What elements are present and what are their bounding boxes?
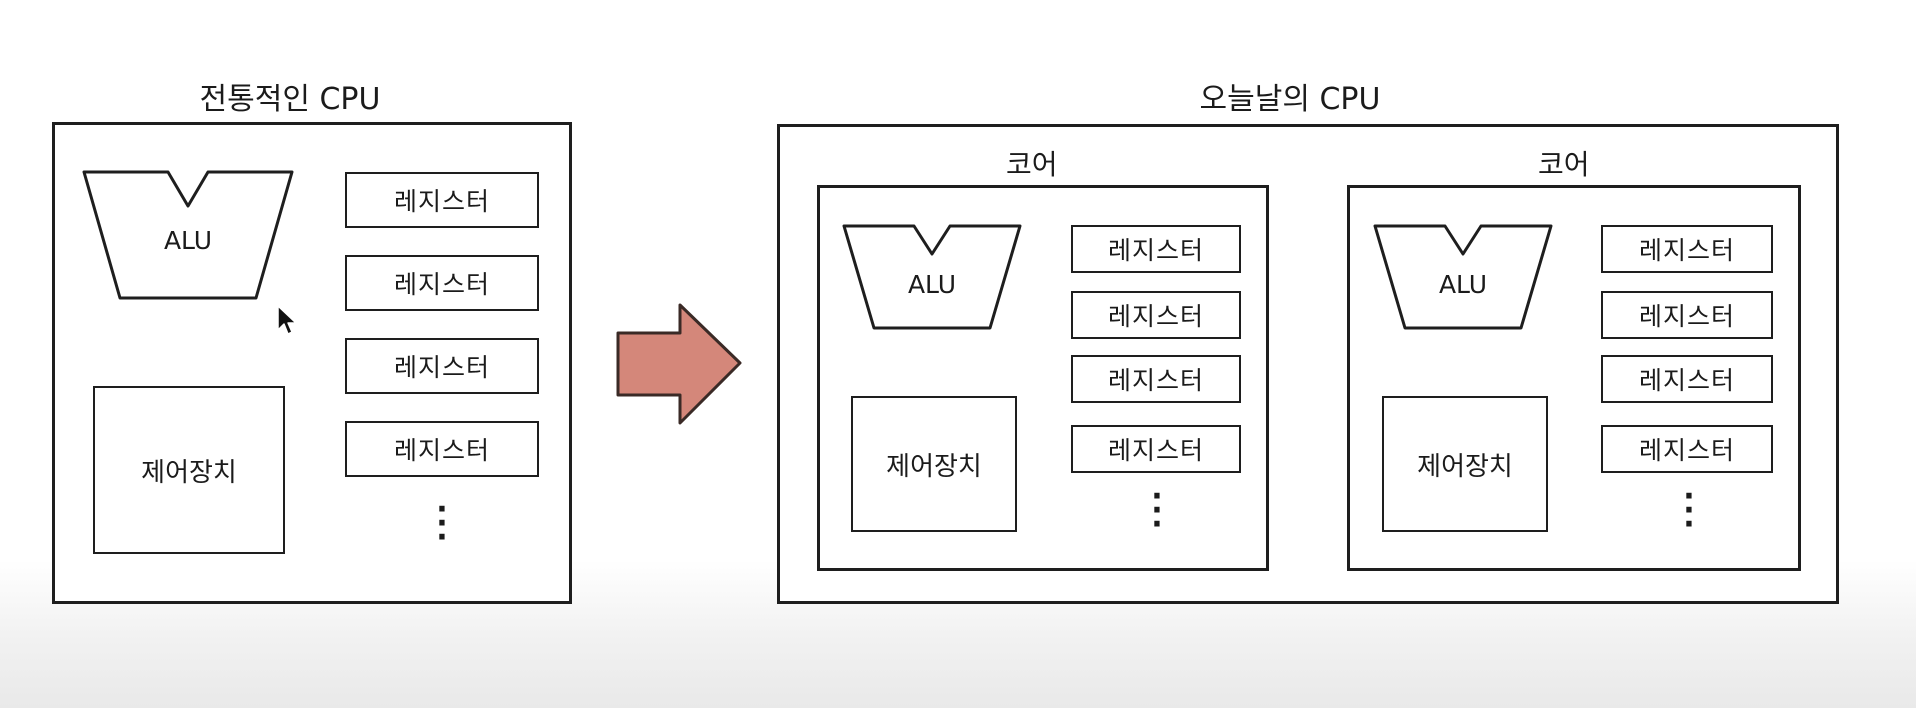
core-label: 코어	[1538, 148, 1590, 181]
more-registers-ellipsis: ···	[1151, 479, 1163, 542]
register: 레지스터	[345, 338, 539, 394]
more-registers-ellipsis: ···	[1683, 479, 1695, 542]
alu-shape	[1373, 224, 1553, 330]
alu-block: ALU	[1373, 224, 1553, 330]
alu-block: ALU	[842, 224, 1022, 330]
modern-cpu-title: 오늘날의 CPU	[1199, 82, 1381, 117]
alu-label: ALU	[907, 270, 957, 299]
alu-label: ALU	[1438, 270, 1488, 299]
more-registers-ellipsis: ···	[436, 492, 448, 555]
alu-block: ALU	[82, 170, 294, 300]
register: 레지스터	[1601, 355, 1773, 403]
alu-label: ALU	[163, 226, 213, 255]
register: 레지스터	[345, 421, 539, 477]
register: 레지스터	[1071, 355, 1241, 403]
register: 레지스터	[1071, 225, 1241, 273]
control-unit: 제어장치	[93, 386, 285, 554]
register: 레지스터	[345, 172, 539, 228]
alu-shape	[82, 170, 294, 300]
register: 레지스터	[1601, 291, 1773, 339]
control-unit: 제어장치	[851, 396, 1017, 532]
core-label: 코어	[1006, 148, 1058, 181]
traditional-cpu-title: 전통적인 CPU	[199, 82, 381, 117]
alu-shape	[842, 224, 1022, 330]
mouse-cursor-icon	[277, 305, 297, 335]
register: 레지스터	[345, 255, 539, 311]
register: 레지스터	[1601, 225, 1773, 273]
right-arrow-icon	[616, 303, 742, 425]
register: 레지스터	[1071, 425, 1241, 473]
register: 레지스터	[1071, 291, 1241, 339]
control-unit: 제어장치	[1382, 396, 1548, 532]
register: 레지스터	[1601, 425, 1773, 473]
